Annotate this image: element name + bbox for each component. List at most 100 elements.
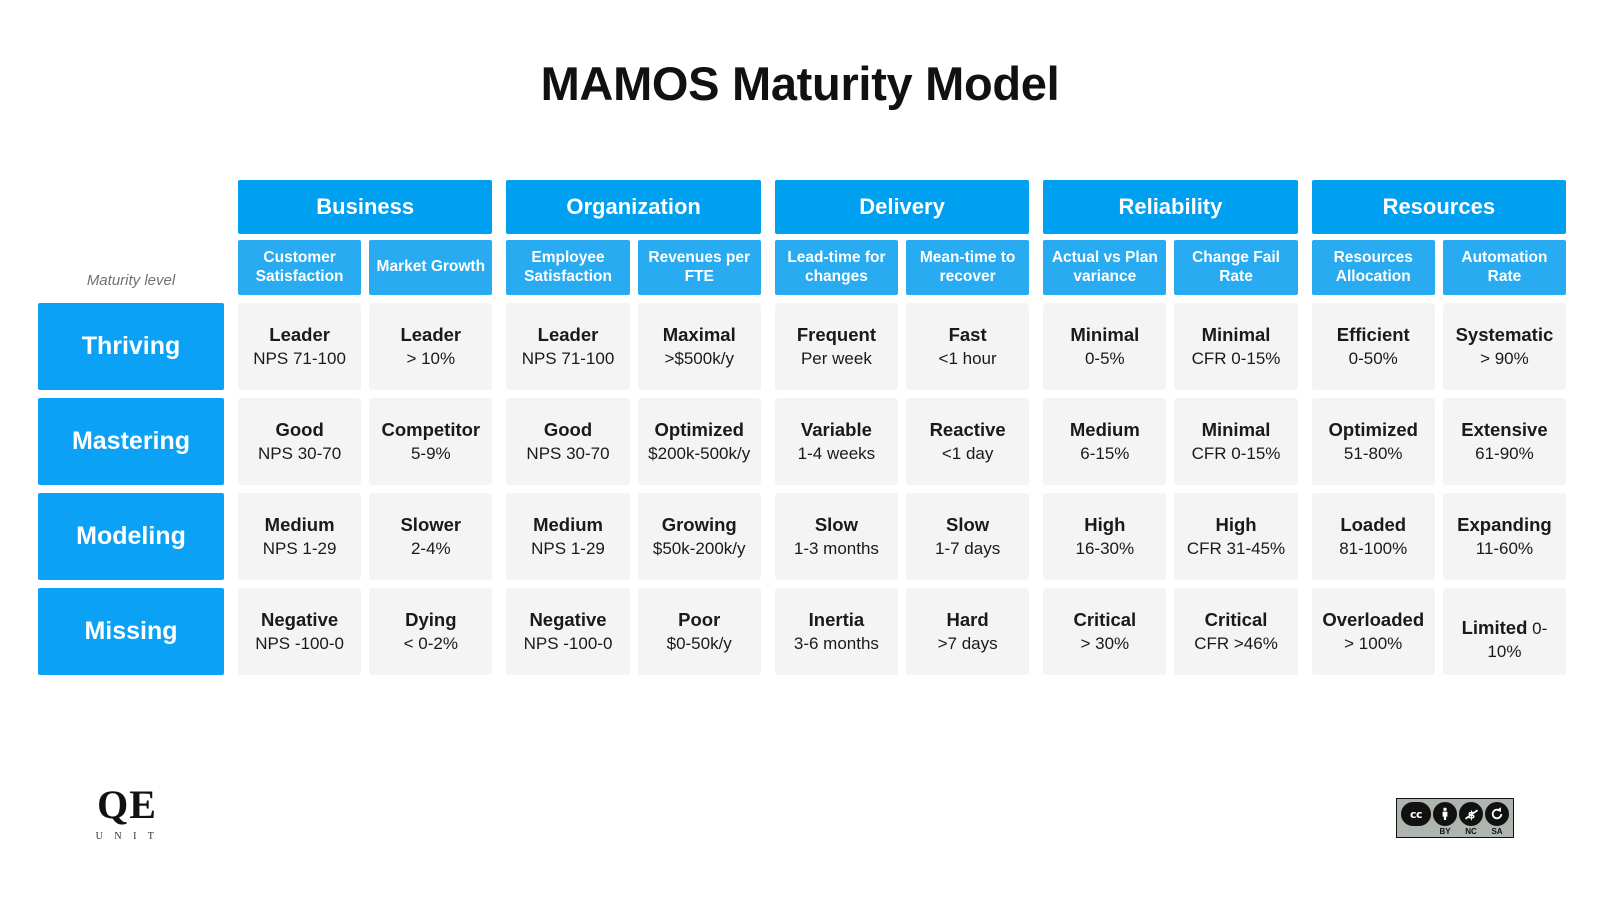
- cell-primary-value: Systematic: [1455, 324, 1554, 346]
- matrix-cell: Poor$0-50k/y: [637, 588, 761, 675]
- group-label-delivery: Delivery: [774, 180, 1030, 234]
- cell-pair: Overloaded> 100%Limited 0-10%: [1311, 588, 1567, 675]
- column-header-automation-rate: Automation Rate: [1442, 240, 1567, 295]
- column-header-customer-satisfaction: Customer Satisfaction: [238, 240, 362, 295]
- column-header-revenues-per-fte: Revenues per FTE: [637, 240, 761, 295]
- cell-secondary-value: 81-100%: [1339, 538, 1408, 558]
- qe-logo-mark: QE: [97, 782, 157, 827]
- cell-secondary-value: 1-4 weeks: [797, 443, 876, 463]
- cell-secondary-value: 11-60%: [1475, 538, 1534, 558]
- cell-primary-value: Minimal: [1201, 324, 1271, 346]
- cell-secondary-value: 0-10%: [1487, 619, 1548, 661]
- cell-secondary-value: > 10%: [406, 348, 456, 368]
- cell-primary-value: Negative: [529, 609, 607, 631]
- matrix-cell: Growing$50k-200k/y: [637, 493, 761, 580]
- cell-secondary-value: 6-15%: [1080, 443, 1130, 463]
- matrix-cell: Leader> 10%: [369, 303, 493, 390]
- matrix-cell: Fast<1 hour: [906, 303, 1030, 390]
- cell-secondary-value: NPS 30-70: [526, 443, 610, 463]
- cell-primary-value: Leader: [269, 324, 330, 346]
- group-header-organization: Organization: [506, 180, 761, 234]
- matrix-cell: Limited 0-10%: [1442, 588, 1567, 675]
- matrix-cell: Reactive<1 day: [906, 398, 1030, 485]
- cell-primary-value: Slow: [814, 514, 858, 536]
- cell-primary-value: Extensive: [1461, 419, 1548, 441]
- cell-secondary-value: 0-50%: [1348, 348, 1398, 368]
- cell-primary-value: Growing: [661, 514, 737, 536]
- column-pair-resources: Resources Allocation Automation Rate: [1311, 240, 1567, 295]
- cell-primary-value: Poor: [678, 609, 721, 631]
- maturity-level-thriving[interactable]: Thriving: [38, 303, 224, 390]
- cell-primary-value: Efficient: [1336, 324, 1410, 346]
- cell-primary-value: Optimized: [1328, 419, 1418, 441]
- column-header-lead-time-for-changes: Lead-time for changes: [774, 240, 899, 295]
- cc-label-by: BY: [1439, 827, 1451, 836]
- cell-primary-value: High: [1084, 514, 1126, 536]
- cell-primary-value: Leader: [537, 324, 599, 346]
- cell-primary-value: Critical: [1073, 609, 1137, 631]
- cell-primary-value: Optimized: [654, 419, 744, 441]
- cell-primary-value: Dying: [405, 609, 457, 631]
- cell-secondary-value: 2-4%: [410, 538, 451, 558]
- cell-secondary-value: >$500k/y: [664, 348, 734, 368]
- matrix-cell: Maximal>$500k/y: [637, 303, 761, 390]
- column-header-mean-time-to-recover: Mean-time to recover: [906, 240, 1030, 295]
- maturity-level-mastering[interactable]: Mastering: [38, 398, 224, 485]
- maturity-level-modeling[interactable]: Modeling: [38, 493, 224, 580]
- cell-primary-value: Hard: [946, 609, 989, 631]
- column-pair-business: Customer Satisfaction Market Growth: [238, 240, 493, 295]
- maturity-level-cell-wrap: Missing: [38, 588, 224, 675]
- cell-secondary-value: < 0-2%: [403, 633, 458, 653]
- cc-label-nc: NC: [1465, 827, 1477, 836]
- maturity-level-missing[interactable]: Missing: [38, 588, 224, 675]
- group-header-business: Business: [238, 180, 493, 234]
- cell-secondary-value: $200k-500k/y: [648, 443, 751, 463]
- cell-primary-value: Good: [275, 419, 324, 441]
- cell-primary-value: Negative: [261, 609, 339, 631]
- group-header-resources: Resources: [1311, 180, 1567, 234]
- cell-secondary-value: 16-30%: [1075, 538, 1135, 558]
- cell-secondary-value: NPS 1-29: [262, 538, 337, 558]
- cell-secondary-value: $50k-200k/y: [652, 538, 746, 558]
- group-header-delivery: Delivery: [774, 180, 1030, 234]
- cc-sa-icon: [1485, 802, 1509, 826]
- cell-primary-value: Expanding: [1457, 514, 1552, 536]
- cell-secondary-value: NPS -100-0: [255, 633, 345, 653]
- column-pair-organization: Employee Satisfaction Revenues per FTE: [506, 240, 761, 295]
- cell-secondary-value: Per week: [800, 348, 872, 368]
- group-header-row: Business Organization Delivery Reliabili…: [38, 180, 1567, 234]
- cell-primary-value: Reactive: [929, 419, 1006, 441]
- cell-primary-value: Leader: [400, 324, 462, 346]
- cell-secondary-value: 61-90%: [1475, 443, 1534, 463]
- group-label-business: Business: [238, 180, 493, 234]
- matrix-cell: Critical> 30%: [1043, 588, 1167, 675]
- maturity-matrix: Business Organization Delivery Reliabili…: [38, 180, 1567, 683]
- cell-secondary-value: CFR 31-45%: [1186, 538, 1286, 558]
- page-title: MAMOS Maturity Model: [540, 57, 1060, 110]
